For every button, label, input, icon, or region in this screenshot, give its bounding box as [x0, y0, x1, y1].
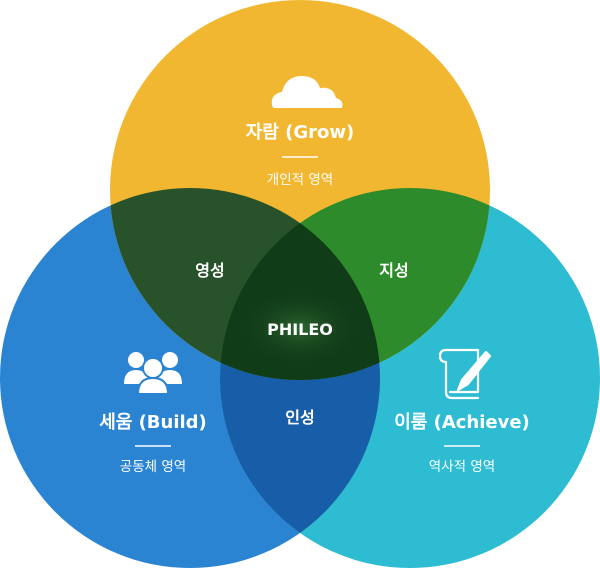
- scroll-quill-icon: [438, 348, 492, 400]
- grow-subtitle: 개인적 영역: [267, 172, 333, 188]
- intersection-center: [220, 188, 380, 380]
- build-subtitle: 공동체 영역: [120, 459, 186, 475]
- achieve-subtitle: 역사적 영역: [429, 459, 495, 475]
- build-title: 세움 (Build): [99, 412, 207, 433]
- grow-title: 자람 (Grow): [246, 122, 355, 143]
- people-icon: [124, 352, 182, 395]
- cloud-icon: [271, 76, 343, 108]
- intellect-label: 지성: [379, 261, 408, 280]
- center-label: PHILEO: [267, 320, 333, 339]
- achieve-title: 이룸 (Achieve): [394, 412, 530, 433]
- character-label: 인성: [285, 408, 314, 427]
- spirituality-label: 영성: [195, 261, 224, 280]
